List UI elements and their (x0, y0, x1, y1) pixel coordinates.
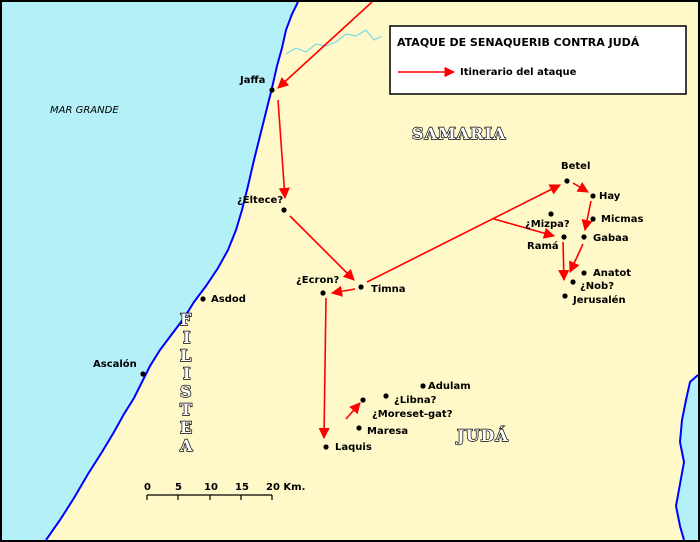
city-dot-laquis (323, 444, 329, 450)
label-maresa: Maresa (367, 426, 408, 437)
label-mizpa: ¿Mizpa? (525, 219, 570, 230)
filistea-letter: E (180, 418, 192, 437)
label-betel: Betel (561, 161, 590, 172)
coastline (45, 1, 299, 541)
scale-label: 15 (235, 482, 249, 493)
city-dot-adulam (420, 383, 426, 389)
city-dot-moreset (360, 397, 366, 403)
city-dot-mizpa (548, 211, 554, 217)
legend-route-label: Itinerario del ataque (460, 67, 577, 78)
east-sea-area (676, 375, 698, 540)
city-dot-gabaa (581, 234, 587, 240)
scale-label: 20 Km. (266, 482, 305, 493)
city-labels: Jaffa ¿Eltece? ¿Ecron? Timna Asdod Ascal… (93, 75, 643, 453)
label-jerusalen: Jerusalén (572, 294, 626, 306)
scale-label: 5 (175, 482, 182, 493)
label-timna: Timna (371, 284, 406, 295)
label-laquis: Laquis (335, 442, 372, 453)
label-libna: ¿Libna? (394, 395, 437, 406)
river (285, 29, 383, 55)
route-segment (558, 241, 570, 282)
city-dot-hay (590, 193, 596, 199)
scale-label: 0 (144, 482, 151, 493)
filistea-letter: T (180, 400, 192, 419)
legend-box: ATAQUE DE SENAQUERIB CONTRA JUDÁ Itinera… (389, 25, 687, 95)
route-segment (289, 215, 355, 281)
label-jaffa: Jaffa (239, 75, 265, 86)
filistea-letter: I (183, 328, 190, 347)
label-hay: Hay (599, 191, 621, 202)
city-dot-eltece (281, 207, 287, 213)
route-segment (581, 200, 593, 232)
route-segment (345, 402, 361, 420)
filistea-letter: L (180, 346, 191, 365)
route-segment (277, 99, 290, 200)
filistea-letter: S (180, 382, 192, 401)
city-dot-nob (570, 279, 576, 285)
label-gabaa: Gabaa (593, 233, 629, 244)
scale-bar: 0 5 10 15 20 Km. (144, 482, 305, 500)
sea-area (2, 2, 298, 540)
region-samaria: SAMARIA (412, 124, 506, 143)
attack-route (277, 1, 593, 440)
label-asdod: Asdod (211, 294, 246, 305)
route-segment (330, 285, 356, 297)
city-dot-ecron (320, 290, 326, 296)
region-filistea: F I L I S T E A (178, 309, 193, 455)
route-segment (569, 243, 584, 274)
label-nob: ¿Nob? (580, 281, 614, 292)
city-dot-micmas (590, 216, 596, 222)
city-dot-jerusalen (562, 293, 568, 299)
label-ascalon: Ascalón (93, 358, 137, 370)
city-dot-asdod (200, 296, 206, 302)
region-juda: JUDÁ (455, 425, 509, 445)
route-segment (572, 182, 589, 193)
city-dot-libna (383, 393, 389, 399)
city-dot-jaffa (269, 87, 275, 93)
filistea-letter: A (179, 436, 193, 455)
route-segment (277, 1, 373, 89)
filistea-letter: F (180, 310, 192, 329)
label-ecron: ¿Ecron? (296, 275, 339, 286)
city-dot-anatot (581, 270, 587, 276)
city-dots (140, 87, 596, 450)
legend-title: ATAQUE DE SENAQUERIB CONTRA JUDÁ (397, 36, 640, 49)
label-anatot: Anatot (593, 268, 631, 279)
label-rama: Ramá (527, 240, 559, 252)
label-eltece: ¿Eltece? (237, 195, 283, 206)
route-segment (366, 184, 562, 283)
label-moreset: ¿Moreset-gat? (372, 409, 453, 420)
label-adulam: Adulam (428, 381, 471, 392)
label-micmas: Micmas (601, 214, 643, 225)
city-dot-maresa (356, 425, 362, 431)
filistea-letter: I (183, 364, 190, 383)
east-coastline (674, 374, 699, 541)
route-segment (318, 297, 330, 440)
city-dot-ascalon (140, 371, 146, 377)
sea-label: MAR GRANDE (50, 105, 119, 116)
route-segment (493, 218, 556, 239)
city-dot-betel (564, 178, 570, 184)
city-dot-rama (561, 234, 567, 240)
scale-label: 10 (204, 482, 218, 493)
city-dot-timna (358, 284, 364, 290)
